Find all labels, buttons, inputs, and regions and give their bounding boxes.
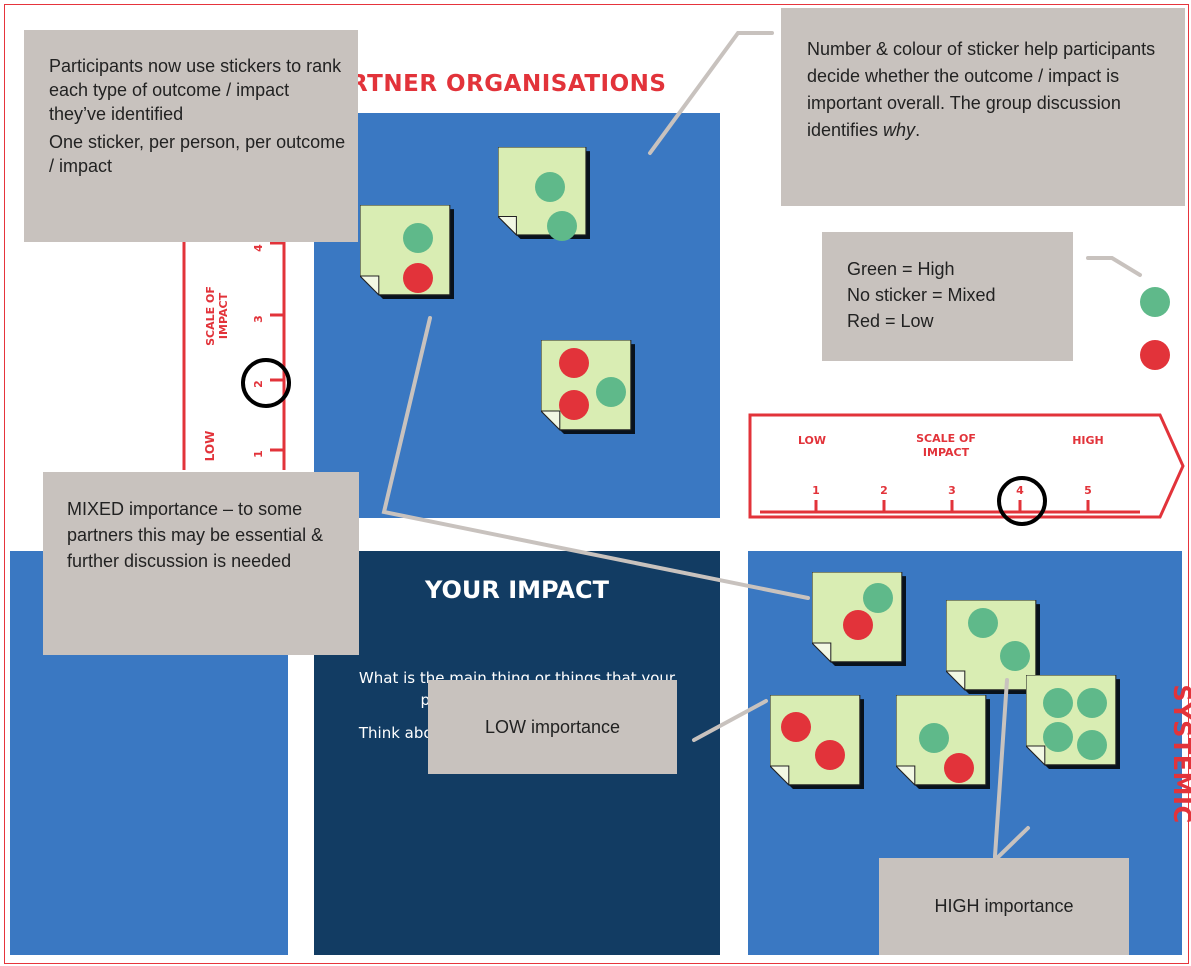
horizontal-scale-title-2: IMPACT: [923, 446, 970, 459]
red-sticker: [403, 263, 433, 293]
red-sticker: [559, 390, 589, 420]
vertical-tick-1: 1: [252, 450, 265, 458]
green-sticker: [1043, 688, 1073, 718]
low-text: LOW importance: [484, 716, 621, 737]
legend-red-dot: [1140, 340, 1170, 370]
number-colour-callout: Number & colour of sticker help particip…: [781, 8, 1185, 206]
horizontal-tick-4: 4: [1016, 484, 1024, 497]
legend-green-text: Green = High: [847, 259, 955, 279]
horizontal-scale-title-1: SCALE OF: [916, 432, 976, 445]
red-sticker: [559, 348, 589, 378]
vertical-tick-4: 4: [252, 244, 265, 252]
horizontal-tick-5: 5: [1084, 484, 1092, 497]
participants-text-1: Participants now use stickers to rank ea…: [49, 56, 342, 124]
vertical-scale-low: LOW: [203, 431, 217, 462]
green-sticker: [863, 583, 893, 613]
connector-legend: [1086, 256, 1142, 277]
partner-organisations-title: RTNER ORGANISATIONS: [350, 71, 667, 97]
green-sticker: [1077, 730, 1107, 760]
mixed-callout: MIXED importance – to some partners this…: [43, 472, 359, 655]
red-sticker: [815, 740, 845, 770]
horizontal-tick-2: 2: [880, 484, 888, 497]
participants-callout: Participants now use stickers to rank ea…: [24, 30, 358, 242]
number-colour-period: .: [915, 120, 921, 140]
horizontal-highlight-circle: [997, 476, 1047, 526]
green-sticker: [535, 172, 565, 202]
legend-none-text: No sticker = Mixed: [847, 285, 996, 305]
high-callout: HIGH importance: [879, 858, 1129, 955]
horizontal-tick-3: 3: [948, 484, 956, 497]
high-text: HIGH importance: [934, 896, 1074, 916]
vertical-tick-2: 2: [252, 380, 265, 388]
horizontal-scale-low: LOW: [798, 434, 826, 447]
green-sticker: [403, 223, 433, 253]
connector-number-colour: [648, 31, 774, 155]
connector-mixed: [381, 316, 810, 600]
vertical-tick-3: 3: [252, 315, 265, 323]
green-sticker: [968, 608, 998, 638]
green-sticker: [547, 211, 577, 241]
red-sticker: [843, 610, 873, 640]
participants-text-2: One sticker, per person, per outcome / i…: [49, 132, 346, 176]
vertical-scale-title-1: SCALE OF: [204, 286, 217, 346]
vertical-highlight-circle: [241, 358, 291, 408]
green-sticker: [919, 723, 949, 753]
horizontal-tick-1: 1: [812, 484, 820, 497]
green-sticker: [1043, 722, 1073, 752]
legend-green-dot: [1140, 287, 1170, 317]
your-impact-title: YOUR IMPACT: [424, 576, 609, 604]
horizontal-scale-high: HIGH: [1072, 434, 1104, 447]
connector-low: [692, 699, 768, 742]
mixed-text: MIXED importance – to some partners this…: [67, 499, 324, 571]
low-callout: LOW importance: [428, 680, 677, 774]
number-colour-why: why: [883, 120, 916, 140]
green-sticker: [1077, 688, 1107, 718]
number-colour-text: Number & colour of sticker help particip…: [807, 39, 1156, 140]
green-sticker: [596, 377, 626, 407]
vertical-scale-title-2: IMPACT: [217, 292, 230, 339]
diagram-frame: [4, 4, 1189, 964]
legend-red-text: Red = Low: [847, 311, 934, 331]
red-sticker: [944, 753, 974, 783]
green-sticker: [1000, 641, 1030, 671]
red-sticker: [781, 712, 811, 742]
legend-callout: Green = High No sticker = Mixed Red = Lo…: [822, 232, 1073, 361]
connector-high: [993, 678, 1030, 865]
